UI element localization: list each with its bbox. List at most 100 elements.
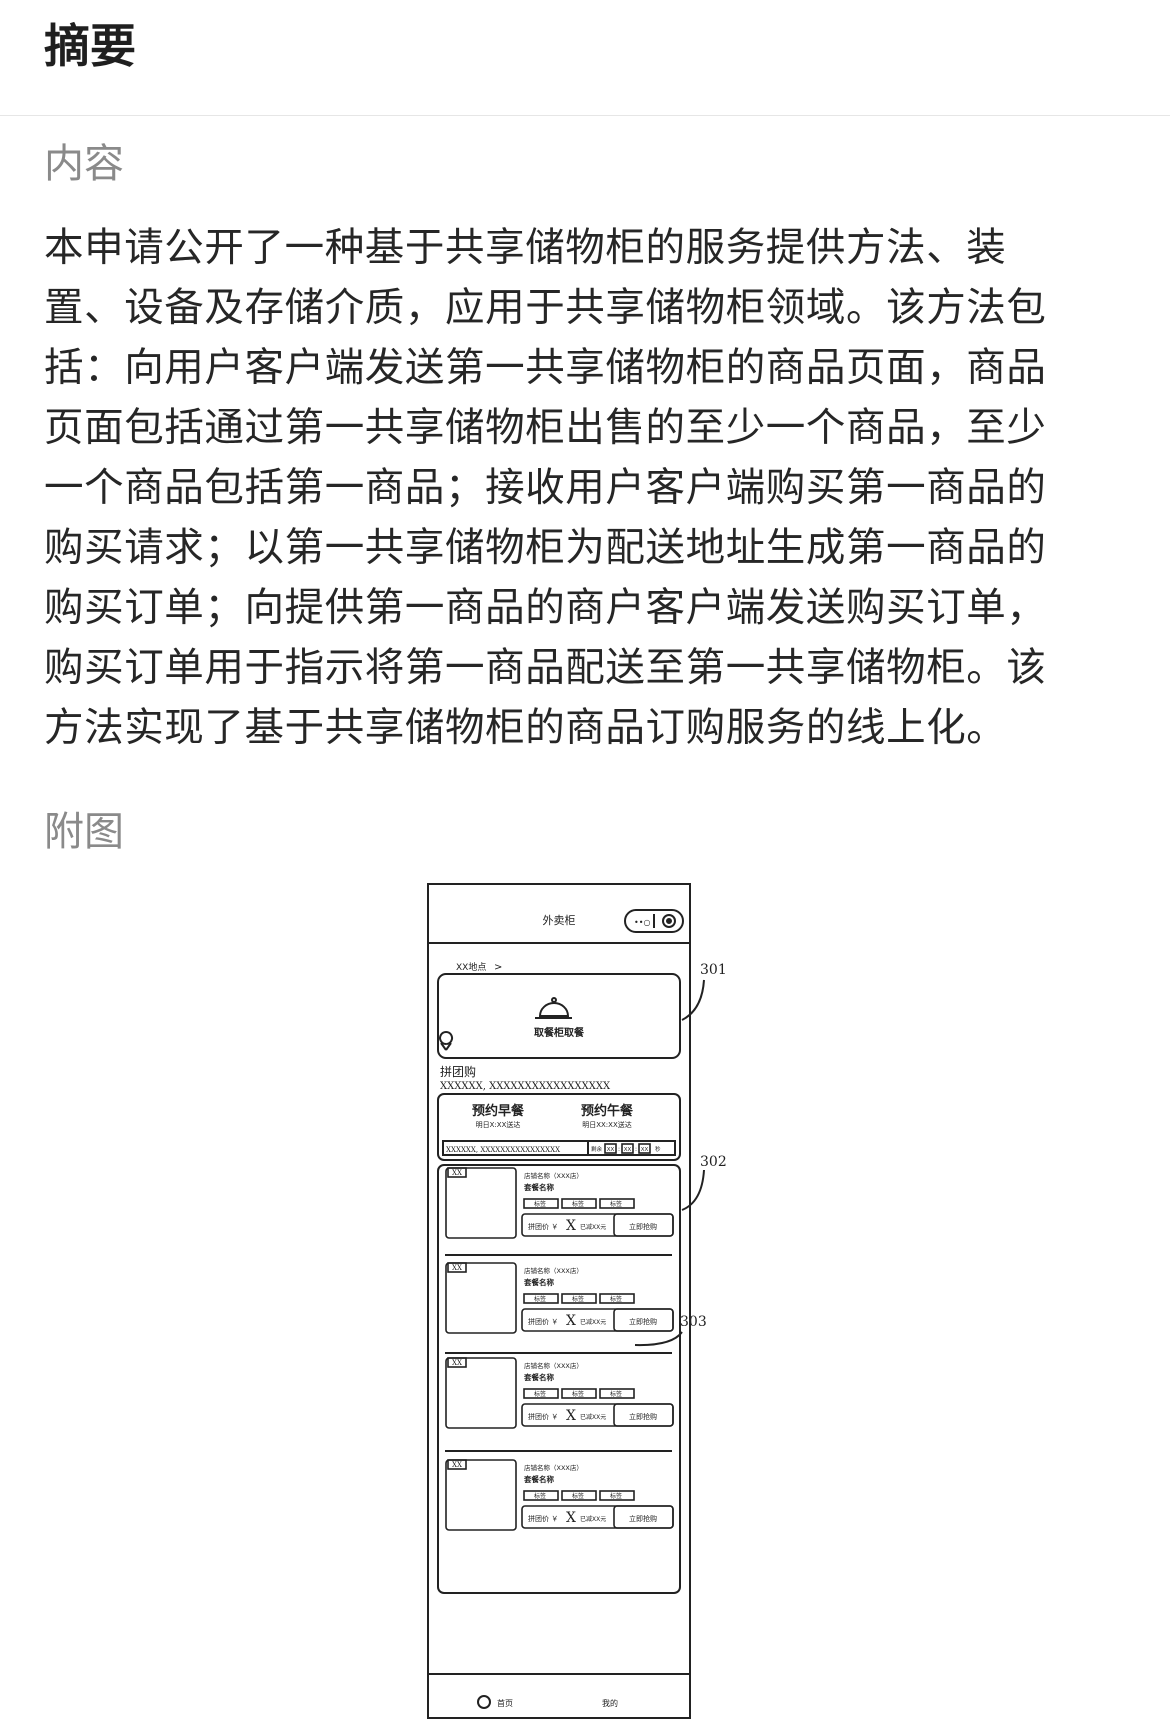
abstract-text: 本申请公开了一种基于共享储物柜的服务提供方法、装 置、设备及存储介质，应用于共享… <box>44 218 1104 758</box>
buy-button-label: 立即抢购 <box>629 1222 657 1231</box>
tag <box>599 1293 635 1304</box>
ref-label-301: 301 <box>700 962 727 978</box>
store-name: 店铺名称（XXX店） <box>524 1266 583 1275</box>
abstract-line: 方法实现了基于共享储物柜的商品订购服务的线上化。 <box>44 705 1007 751</box>
price-value: X <box>566 1510 576 1526</box>
tag-label: 标签 <box>534 1492 546 1500</box>
package-name: 套餐名称 <box>524 1182 554 1192</box>
buy-button <box>613 1213 674 1237</box>
tag <box>561 1490 597 1501</box>
countdown-separator: : <box>635 1146 637 1153</box>
item-badge <box>447 1262 467 1273</box>
abstract-line: 购买请求；以第一共享储物柜为配送地址生成第一商品的 <box>44 525 1047 571</box>
price-label: 拼团价 ￥ <box>528 1514 558 1523</box>
buy-button-label: 立即抢购 <box>629 1514 657 1523</box>
more-icon: ••○ <box>634 918 650 927</box>
item-badge-text: XX <box>452 1264 462 1272</box>
countdown-box-value: XX <box>607 1147 615 1153</box>
tag <box>523 1293 559 1304</box>
price-label: 拼团价 ￥ <box>528 1317 558 1326</box>
countdown-box <box>638 1143 651 1154</box>
tag <box>599 1490 635 1501</box>
tag-label: 标签 <box>534 1390 546 1398</box>
tag-label: 标签 <box>610 1390 622 1398</box>
abstract-line: 本申请公开了一种基于共享储物柜的服务提供方法、装 <box>44 225 1007 271</box>
tag-label: 标签 <box>610 1295 622 1303</box>
home-icon <box>477 1695 491 1709</box>
abstract-line: 页面包括通过第一共享储物柜出售的至少一个商品，至少 <box>44 405 1047 451</box>
meal-booking-card <box>437 1093 681 1161</box>
item-badge-text: XX <box>452 1359 462 1367</box>
content-section-label: 内容 <box>44 141 124 187</box>
leader-302 <box>681 1169 705 1211</box>
tag <box>523 1388 559 1399</box>
pickup-label: 取餐柜取餐 <box>534 1026 585 1039</box>
item-image <box>445 1167 517 1239</box>
nav-home-label: 首页 <box>497 1698 513 1708</box>
tag <box>561 1388 597 1399</box>
figure-section-label: 附图 <box>44 809 124 855</box>
tag <box>523 1490 559 1501</box>
price-value: X <box>566 1408 576 1424</box>
countdown-prefix: 剩余 <box>591 1145 603 1153</box>
item-image <box>445 1459 517 1531</box>
item-badge <box>447 1459 467 1470</box>
package-name: 套餐名称 <box>524 1372 554 1382</box>
buy-button <box>613 1403 674 1427</box>
tag-label: 标签 <box>610 1492 622 1500</box>
store-name: 店铺名称（XXX店） <box>524 1361 583 1370</box>
countdown-box <box>604 1143 617 1154</box>
location-pin-icon <box>439 1031 454 1051</box>
saved-label: 已减XX元 <box>580 1515 606 1523</box>
leader-301 <box>681 979 705 1021</box>
capsule-button <box>624 909 684 933</box>
meal-breakfast-sub: 明日X:XX送达 <box>476 1120 521 1129</box>
buy-button-label: 立即抢购 <box>629 1412 657 1421</box>
tag-label: 标签 <box>572 1200 584 1208</box>
group-buy-desc: XXXXXX, XXXXXXXXXXXXXXXXX <box>440 1081 611 1092</box>
cloche-icon <box>538 1002 570 1017</box>
ref-label-302: 302 <box>700 1154 727 1170</box>
package-name: 套餐名称 <box>524 1474 554 1484</box>
target-icon <box>662 914 676 928</box>
leader-303 <box>634 1331 683 1347</box>
item-badge-text: XX <box>452 1461 462 1469</box>
tag-label: 标签 <box>572 1492 584 1500</box>
pickup-card-outline <box>437 973 681 1059</box>
abstract-line: 括：向用户客户端发送第一共享储物柜的商品页面，商品 <box>44 345 1047 391</box>
saved-label: 已减XX元 <box>580 1318 606 1326</box>
tag-label: 标签 <box>534 1295 546 1303</box>
nav-mine-label: 我的 <box>602 1698 618 1708</box>
countdown-box <box>621 1143 634 1154</box>
store-name: 店铺名称（XXX店） <box>524 1171 583 1180</box>
abstract-line: 置、设备及存储介质，应用于共享储物柜领域。该方法包 <box>44 285 1047 331</box>
item-image <box>445 1262 517 1334</box>
group-buy-title: 拼团购 <box>440 1064 476 1079</box>
page-header: 摘要 <box>0 0 1170 116</box>
countdown-separator: : <box>618 1146 620 1153</box>
tag-label: 标签 <box>572 1390 584 1398</box>
tag <box>561 1198 597 1209</box>
meal-breakfast-title: 预约早餐 <box>472 1103 525 1119</box>
buy-button-label: 立即抢购 <box>629 1317 657 1326</box>
abstract-line: 购买订单用于指示将第一商品配送至第一共享储物柜。该 <box>44 645 1047 691</box>
price-value: X <box>566 1313 576 1329</box>
item-badge <box>447 1357 467 1368</box>
phone-frame <box>427 883 691 1719</box>
countdown-box-value: XX <box>624 1147 632 1153</box>
tag <box>523 1198 559 1209</box>
saved-label: 已减XX元 <box>580 1413 606 1421</box>
item-badge <box>447 1167 467 1178</box>
meal-lunch-sub: 明日XX:XX送达 <box>582 1120 632 1129</box>
tag-label: 标签 <box>572 1295 584 1303</box>
countdown-text: XXXXXX, XXXXXXXXXXXXXXXX <box>446 1146 560 1154</box>
tag-label: 标签 <box>610 1200 622 1208</box>
item-list-container <box>437 1164 681 1594</box>
tag-label: 标签 <box>534 1200 546 1208</box>
abstract-line: 一个商品包括第一商品；接收用户客户端购买第一商品的 <box>44 465 1047 511</box>
